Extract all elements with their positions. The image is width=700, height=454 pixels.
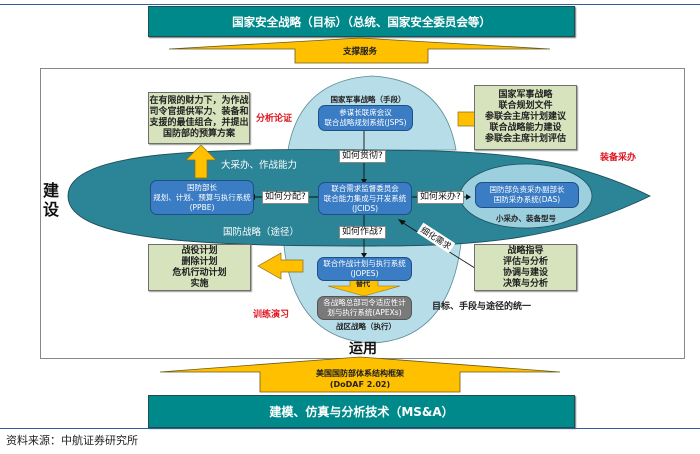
national-security-strategy-bar: 国家安全战略（目标）（总统、国家安全委员会等） (148, 6, 575, 37)
jcids-line-1: 联合需求监督委员会 (331, 183, 399, 193)
defense-strategy-label: 国防战略（途径） (223, 227, 300, 238)
ppbe-line-1: 国防部长 (187, 182, 217, 192)
support-arrow-shape (168, 37, 551, 64)
strategy-docs-box: 国家军事战略 联合规划文件 参联会主席计划建议 联合战略能力建设 参联会主席计划… (474, 85, 577, 150)
guidance-box: 战略指导 评估与分析 协调与建设 决策与分析 (474, 244, 577, 291)
top-rule (0, 4, 700, 5)
ppbe-line-2: 规划、计划、预算与执行系统 (153, 192, 251, 202)
jcids-line-2: 联合能力集成与开发系统 (323, 193, 407, 203)
arrowhead-right (466, 194, 471, 200)
jsps-line-2: 联合战略规划系统(JSPS) (324, 118, 407, 127)
jsps-system[interactable]: 参谋长联席会议 联合战略规划系统(JSPS) (318, 105, 413, 131)
strategy-docs-line-5: 参联会主席计划评估 (484, 134, 566, 144)
build-char-1: 建 (43, 181, 60, 200)
arrowhead-down-2 (361, 253, 367, 258)
strategy-docs-line-3: 参联会主席计划建议 (484, 112, 566, 122)
guidance-line-4: 决策与分析 (502, 278, 548, 289)
jsps-line-1: 参谋长联席会议 (339, 108, 392, 117)
das-system[interactable]: 国防部负责采办副部长 国防采办系统(DAS) (475, 182, 579, 208)
acquisition-label: 装备采办 (600, 153, 637, 163)
dodaf-label: 美国国防部体系结构框架 (DoDAF 2.02) (290, 368, 430, 390)
ppbe-system[interactable]: 国防部长 规划、计划、预算与执行系统 (PPBE) (150, 180, 254, 215)
das-line-1: 国防部负责采办副部长 (489, 185, 565, 194)
apply-label: 运用 (349, 341, 377, 357)
budget-line-1: 在有限的财力下，为作战 (149, 96, 249, 106)
apex-system[interactable]: 各战略总部司令适应性计 划与执行系统(APEXs) (317, 296, 412, 320)
guidance-line-2: 评估与分析 (502, 256, 548, 267)
msa-label: 建模、仿真与分析技术（MS&A） (269, 405, 454, 419)
build-char-2: 设 (43, 200, 60, 219)
guidance-line-1: 战略指导 (507, 245, 544, 256)
training-label: 训练演习 (253, 310, 290, 320)
budget-box: 在有限的财力下，为作战 司令官提供军力、装备和 支援的最佳组合，并提出 国防部的… (148, 92, 250, 144)
question-fight: 如何作战? (339, 226, 386, 239)
das-caption: 小采办、装备型号 (496, 214, 556, 223)
jcids-line-3: (JCIDS) (351, 203, 379, 213)
ppbe-line-3: (PPBE) (189, 202, 215, 212)
das-line-2: 国防采办系统(DAS) (493, 195, 561, 204)
guidance-line-3: 协调与建设 (502, 267, 548, 278)
plans-box: 战役计划 删除计划 危机行动计划 实施 (148, 244, 251, 291)
question-implement: 如何贯彻? (339, 150, 386, 163)
dodaf-line-1: 美国国防部体系结构框架 (316, 369, 404, 378)
question-acquire: 如何采办? (417, 191, 464, 204)
apex-line-1: 各战略总部司令适应性计 (323, 298, 406, 307)
arrowhead-refine (398, 219, 406, 225)
source-note: 资料来源：中航证券研究所 (6, 434, 138, 447)
arrowhead-down-1 (361, 179, 367, 184)
jopes-line-1: 联合作战计划与执行系统 (323, 259, 406, 268)
arrow-up-to-budget (185, 144, 217, 179)
military-strategy-title: 国家军事战略（手段） (330, 95, 406, 104)
budget-line-4: 国防部的预算方案 (162, 129, 235, 139)
budget-line-2: 司令官提供军力、装备和 (149, 107, 249, 117)
question-allocate: 如何分配? (262, 191, 309, 204)
jcids-system[interactable]: 联合需求监督委员会 联合能力集成与开发系统 (JCIDS) (318, 182, 412, 215)
strategy-docs-line-1: 国家军事战略 (498, 90, 553, 100)
jopes-line-2: (JOPES) (350, 269, 379, 278)
dodaf-arrow (160, 356, 560, 393)
support-arrow-label: 支撑服务 (342, 47, 377, 57)
budget-line-3: 支援的最佳组合，并提出 (149, 118, 249, 128)
acquisition-capability-label: 大采办、作战能力 (221, 160, 298, 171)
national-security-strategy-label: 国家安全战略（目标）（总统、国家安全委员会等） (232, 14, 491, 29)
apex-line-2: 划与执行系统(APEXs) (327, 308, 402, 317)
replace-label: 替代 (356, 280, 370, 288)
bottom-rule (0, 428, 700, 429)
strategy-docs-line-2: 联合规划文件 (498, 101, 553, 111)
dodaf-arrow-shape (160, 356, 560, 393)
plans-line-4: 实施 (190, 278, 209, 289)
dodaf-line-2: (DoDAF 2.02) (329, 380, 391, 389)
jopes-system[interactable]: 联合作战计划与执行系统 (JOPES) (317, 257, 412, 281)
support-arrow (168, 37, 551, 64)
plans-line-2: 删除计划 (181, 256, 218, 267)
strategy-docs-line-4: 联合战略能力建设 (489, 123, 562, 133)
analysis-label: 分析论证 (256, 114, 293, 124)
build-label: 建 设 (43, 181, 59, 219)
arrow-left-to-plans (257, 252, 304, 280)
msa-bar: 建模、仿真与分析技术（MS&A） (148, 395, 575, 428)
plans-line-3: 危机行动计划 (172, 267, 227, 278)
plans-line-1: 战役计划 (181, 245, 218, 256)
unity-note: 目标、手段与途径的统一 (432, 302, 532, 312)
theater-strategy-caption: 战区战略（执行） (336, 322, 396, 331)
